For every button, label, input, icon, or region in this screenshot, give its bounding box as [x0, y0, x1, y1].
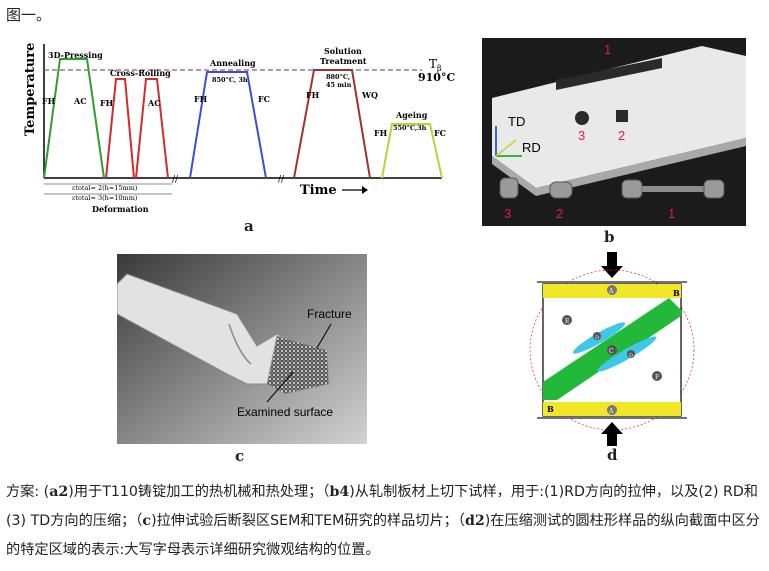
pressing-curve — [43, 58, 105, 179]
load-arrow-top — [601, 266, 623, 278]
svg-text:B: B — [673, 288, 680, 298]
svg-text:F: F — [655, 374, 659, 381]
rolling-curve-2 — [135, 78, 169, 179]
sample-1-gauge — [642, 186, 704, 192]
slot-1 — [556, 58, 662, 90]
sample-label-2: 2 — [556, 206, 563, 221]
y-axis-label: Temperature — [23, 43, 38, 136]
svg-text:D: D — [629, 353, 633, 359]
rd-label: RD — [522, 140, 541, 155]
solution-fh: FH — [306, 90, 320, 100]
svg-text:E: E — [565, 318, 569, 325]
figure-caption: 方案: (a2)用于T110铸锭加工的热机械和热处理；（b4)从轧制板材上切下试… — [6, 484, 760, 558]
svg-text://: // — [172, 175, 179, 185]
fracture-surface — [266, 335, 330, 395]
svg-text:D: D — [595, 335, 599, 341]
annealing-label: Annealing — [209, 58, 256, 68]
slot-label-3: 3 — [578, 128, 585, 143]
compression-zones: B B A A E F C D D — [529, 252, 695, 446]
pressing-fh: FH — [42, 96, 56, 106]
pressing-ac: AC — [73, 96, 87, 106]
panel-b: 1 3 2 TD RD 3 2 1 b — [482, 38, 752, 246]
annealing-cond: 850°C, 3h — [212, 76, 248, 84]
sample-1-grip-right — [703, 179, 725, 199]
svg-text:B: B — [547, 404, 554, 414]
sample-2 — [549, 181, 573, 199]
sample-3 — [499, 177, 519, 199]
examined-label: Examined surface — [237, 405, 333, 419]
solution-wq: WQ — [361, 90, 378, 100]
hole-3 — [575, 111, 589, 125]
x-axis-label: Time — [300, 183, 337, 198]
strain-1: εtotal= 2(h=15mm) — [72, 184, 138, 192]
strain-2: εtotal= 3(h=10mm) — [72, 194, 138, 202]
panel-c-label: c — [235, 447, 245, 465]
sample-1-grip-left — [621, 179, 643, 199]
slot-label-2: 2 — [618, 128, 625, 143]
ageing-fc: FC — [434, 128, 446, 138]
solution-cond-2: 45 min — [326, 81, 352, 89]
pressing-label: 3D-Pressing — [48, 50, 103, 60]
annealing-fh: FH — [194, 94, 208, 104]
rolling-label: Cross-Rolling — [110, 68, 171, 78]
hole-2 — [616, 110, 628, 122]
solution-curve — [293, 69, 371, 179]
panel-d-label: d — [607, 446, 618, 464]
process-diagram: Temperature Tβ 910°C 3D-Pressing FH AC C… — [23, 43, 455, 214]
sample-label-1: 1 — [668, 206, 675, 221]
td-label: TD — [508, 114, 525, 129]
rolling-fh: FH — [100, 98, 114, 108]
svg-text://: // — [278, 175, 285, 185]
load-arrow-bottom — [601, 422, 623, 434]
svg-text:A: A — [608, 288, 614, 295]
intro-text: 图一。 — [6, 6, 52, 24]
t-beta: Tβ — [429, 57, 442, 73]
t-beta-value: 910°C — [418, 71, 455, 84]
svg-text:C: C — [609, 348, 614, 355]
annealing-fc: FC — [258, 94, 270, 104]
specimen-plate: 1 3 2 TD RD 3 2 1 — [482, 38, 746, 226]
ageing-curve — [381, 123, 443, 179]
solution-cond-1: 880°C, — [326, 73, 350, 81]
figure: Temperature Tβ 910°C 3D-Pressing FH AC C… — [22, 24, 752, 468]
svg-text:A: A — [608, 408, 614, 415]
ageing-label: Ageing — [395, 110, 428, 120]
ageing-cond: 550°C,3h — [393, 124, 427, 132]
panel-a-label: a — [244, 217, 254, 235]
deformation-label: Deformation — [92, 204, 149, 214]
panel-a: Temperature Tβ 910°C 3D-Pressing FH AC C… — [22, 24, 462, 238]
rolling-curve-1 — [105, 78, 135, 179]
solution-label-1: Solution — [324, 46, 362, 56]
rolling-ac: AC — [147, 98, 161, 108]
fracture-specimen: Fracture Examined surface — [116, 254, 367, 444]
panel-d: B B A A E F C D D d — [527, 250, 703, 468]
panel-b-label: b — [604, 228, 615, 246]
annealing-curve — [189, 71, 267, 179]
fracture-label: Fracture — [307, 307, 352, 321]
panel-c: Fracture Examined surface c — [116, 254, 367, 468]
sample-label-3: 3 — [504, 206, 511, 221]
ageing-fh: FH — [374, 128, 388, 138]
slot-label-1: 1 — [604, 42, 611, 57]
solution-label-2: Treatment — [320, 56, 367, 66]
